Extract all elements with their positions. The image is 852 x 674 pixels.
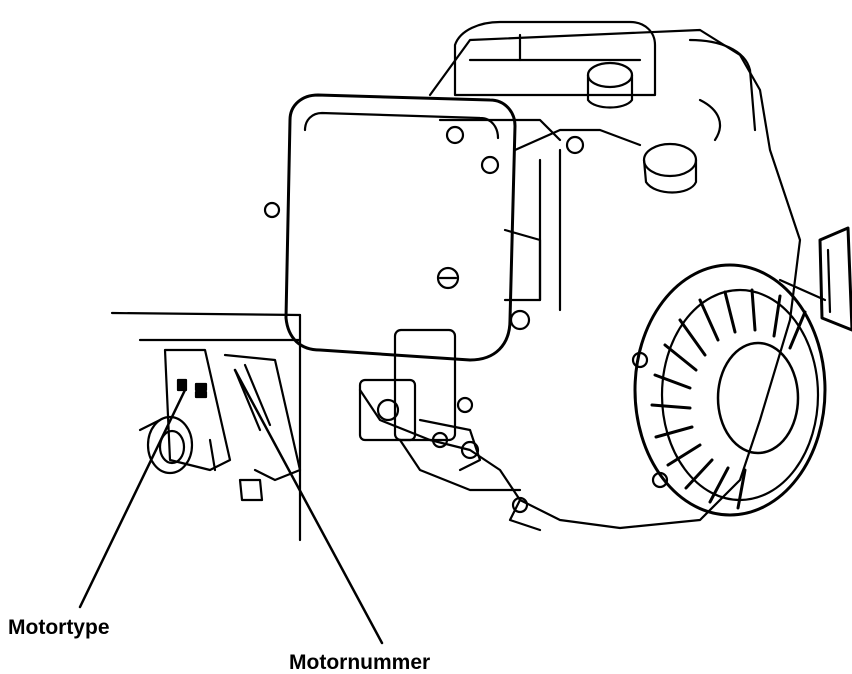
fuel-tank (453, 20, 757, 132)
fuel-cap (586, 61, 698, 194)
shaft-housing (138, 415, 264, 502)
callout-leaders (78, 368, 384, 645)
starter-handle (778, 226, 852, 332)
crankcase (358, 28, 802, 532)
engine-type-label: Motortype (8, 616, 110, 639)
air-filter-cover (263, 93, 542, 362)
engine-number-leader (233, 368, 384, 645)
engine-details (445, 98, 722, 331)
recoil-starter (631, 263, 827, 517)
mounting-plate (110, 311, 302, 542)
type-plate (163, 348, 232, 472)
engine-number-label: Motornummer (289, 651, 431, 674)
carburetor (358, 378, 529, 514)
engine-type-leader (78, 388, 187, 609)
